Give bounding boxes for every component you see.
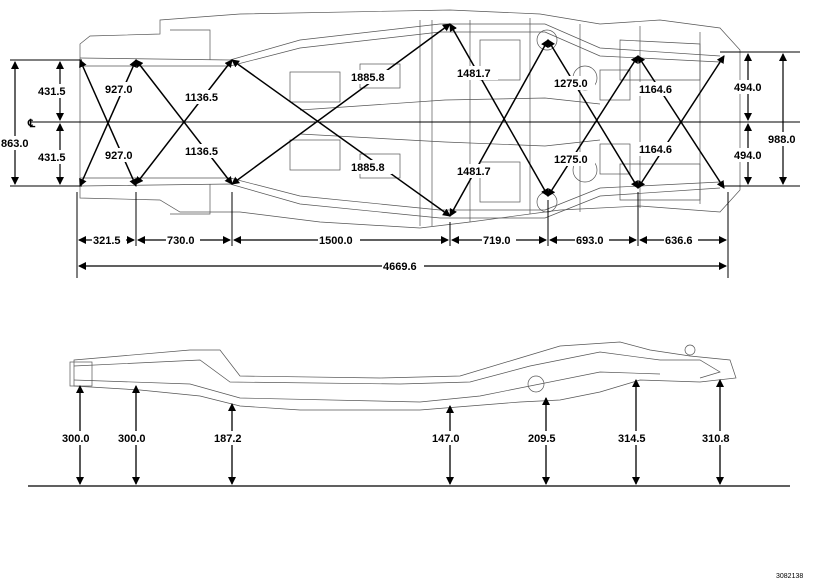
reference-number: 3082138: [776, 573, 803, 580]
top-view: ℄ 431.5 431.5 863.0 494.0 494.0: [0, 9, 800, 278]
diagonal-label: 1275.0: [554, 154, 588, 166]
width-dim-label: 494.0: [734, 150, 762, 162]
length-dim-label: 730.0: [167, 235, 195, 247]
diagonal-label: 1136.5: [185, 146, 218, 158]
length-dim-label: 693.0: [576, 235, 604, 247]
diagonal-label: 1481.7: [457, 166, 491, 178]
front-width-dimensions: 431.5 431.5 863.0: [0, 59, 82, 187]
length-dim-label: 321.5: [93, 235, 121, 247]
diagonal-label: 1164.6: [639, 84, 672, 96]
height-label: 314.5: [618, 433, 646, 445]
width-dim-label: 431.5: [38, 152, 66, 164]
width-dim-label: 863.0: [1, 138, 29, 150]
length-dim-label: 636.6: [665, 235, 693, 247]
height-label: 300.0: [118, 433, 146, 445]
length-dim-label: 719.0: [483, 235, 511, 247]
height-label: 310.8: [702, 433, 730, 445]
length-dim-label: 1500.0: [319, 235, 353, 247]
diagonal-label: 1164.6: [639, 144, 672, 156]
height-label: 187.2: [214, 433, 242, 445]
diagonal-label: 1885.8: [351, 72, 385, 84]
diagonal-label: 1885.8: [351, 162, 385, 174]
centerline-symbol: ℄: [27, 118, 36, 130]
diagonal-label: 927.0: [105, 150, 133, 162]
height-label: 147.0: [432, 433, 460, 445]
height-label: 300.0: [62, 433, 90, 445]
diagonal-label: 927.0: [105, 84, 133, 96]
width-dim-label: 431.5: [38, 86, 66, 98]
total-length-label: 4669.6: [383, 261, 417, 273]
side-view: 300.0 300.0 187.2 147.0 209.5 314.5 310.…: [28, 341, 790, 487]
height-label: 209.5: [528, 433, 556, 445]
diagonal-label: 1275.0: [554, 78, 588, 90]
rear-width-dimensions: 494.0 494.0 988.0: [720, 51, 800, 187]
diagonal-label: 1481.7: [457, 68, 491, 80]
diagonal-label: 1136.5: [185, 92, 218, 104]
diagonal-dimensions: [79, 23, 725, 217]
height-labels: 300.0 300.0 187.2 147.0 209.5 314.5 310.…: [60, 431, 736, 445]
diagonal-labels: 927.0 927.0 1136.5 1136.5 1885.8 1885.8 …: [104, 66, 680, 178]
length-dimensions: 321.5 730.0 1500.0 719.0 693.0 636.6 466…: [76, 192, 729, 278]
underbody-plan-outline: [79, 9, 741, 229]
width-dim-label: 494.0: [734, 82, 762, 94]
width-dim-label: 988.0: [768, 134, 796, 146]
